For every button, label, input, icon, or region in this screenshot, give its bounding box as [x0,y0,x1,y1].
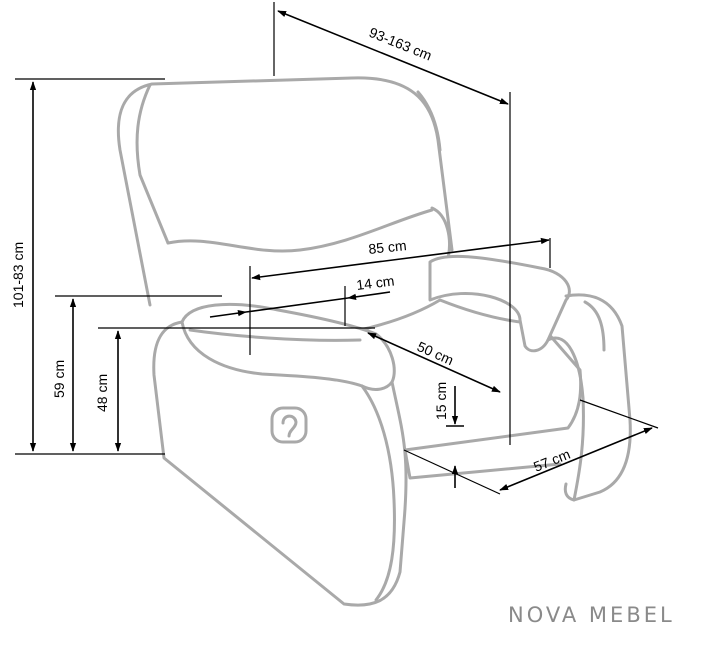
arrow-width [251,237,550,281]
label-width: 85 cm [368,237,408,257]
right-armrest-side [563,293,632,502]
label-armrest-height: 59 cm [51,360,67,398]
front-panel-inner [360,384,396,602]
right-armrest-inner [546,336,585,502]
label-leg-clearance: 15 cm [433,382,449,420]
label-seat-height: 48 cm [94,374,110,412]
backrest-inner-edge [135,83,170,245]
backrest [116,76,454,307]
right-armrest-fold [583,300,606,352]
seat-cushion [358,298,583,452]
label-seat-width: 57 cm [531,446,572,475]
arrow-depth-extended [277,10,509,105]
arrow-armrest-width-left [209,309,247,318]
label-armrest-width: 14 cm [355,272,395,293]
front-panel [152,320,408,607]
dimension-arrows [29,10,653,491]
brand-logo-text: NOVA MEBEL [508,603,675,627]
armrest-top-seam [188,328,362,342]
label-height: 101-83 cm [10,242,26,308]
recline-handle-icon [270,406,308,444]
armchair-outline [116,76,632,607]
extension-lines [15,2,659,495]
arrow-seat-depth [367,332,501,393]
arrow-armrest-width-right [347,291,391,300]
label-depth-extended: 93-163 cm [367,24,434,64]
arrow-seat-width [499,427,653,491]
